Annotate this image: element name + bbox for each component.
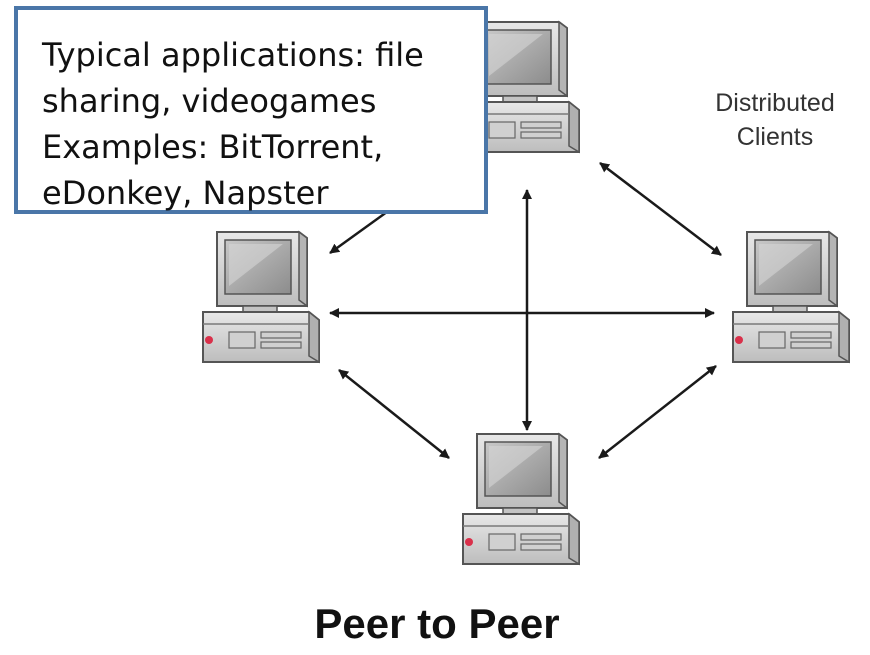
double-arrow-icon-bottom-right (598, 365, 717, 459)
callout-line: sharing, videogames (42, 82, 377, 120)
callout-line: Typical applications: file (42, 36, 424, 74)
double-arrow-icon-bottom-left (338, 369, 450, 459)
computer-icon-left (202, 231, 320, 363)
computer-icon-right (732, 231, 850, 363)
distributed-clients-label: Distributed Clients (680, 86, 870, 154)
info-callout: Typical applications: file sharing, vide… (14, 6, 488, 214)
side-label-line: Clients (736, 123, 814, 151)
callout-line: Examples: BitTorrent, (42, 128, 384, 166)
callout-line: eDonkey, Napster (42, 174, 329, 212)
computer-icon-bottom (462, 433, 580, 565)
side-label-line: Distributed (715, 89, 835, 117)
diagram-title: Peer to Peer (314, 600, 560, 647)
double-arrow-icon-top-right (599, 162, 722, 256)
